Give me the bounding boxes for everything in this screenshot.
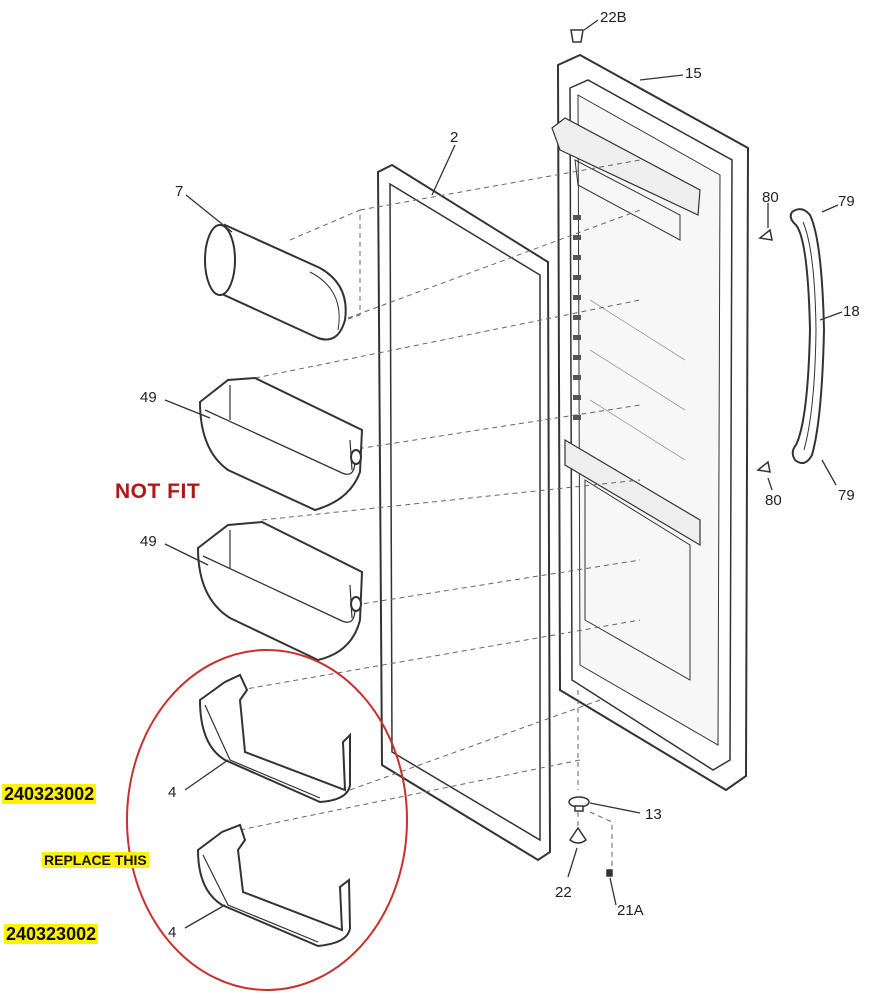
not-fit-label: NOT FIT [115, 480, 201, 503]
callout-13: 13 [645, 806, 662, 823]
part-number-label-1: 240323002 [2, 784, 97, 805]
callout-49-top: 49 [140, 389, 157, 406]
part-number-2-text: 240323002 [4, 924, 99, 944]
door-bin-49-bottom [196, 520, 364, 662]
screw-80-bottom [756, 460, 771, 473]
dairy-bin [204, 223, 347, 341]
part-number-1-text: 240323002 [2, 784, 97, 804]
callout-79-bottom: 79 [838, 487, 855, 504]
callout-80-top: 80 [762, 189, 779, 206]
screw-80-top [758, 228, 773, 241]
callout-80-bottom: 80 [765, 492, 782, 509]
callout-2: 2 [450, 129, 458, 146]
replace-highlight-circle [126, 649, 408, 991]
callout-49-bottom: 49 [140, 533, 157, 550]
door-gasket [376, 163, 552, 862]
screw-22b [570, 29, 584, 43]
door-bin-4-lower [196, 823, 352, 948]
callout-4-top: 4 [168, 784, 176, 801]
pin-21a [606, 869, 613, 877]
callout-79-top: 79 [838, 193, 855, 210]
door-panel [551, 53, 750, 792]
hinge-13 [568, 796, 590, 812]
callout-22: 22 [555, 884, 572, 901]
replace-this-text: REPLACE THIS [42, 852, 149, 868]
part-number-label-2: 240323002 [4, 924, 99, 945]
door-bin-4-upper [198, 673, 351, 804]
callout-7: 7 [175, 183, 183, 200]
assembly-guide-lines [239, 159, 641, 870]
callout-15: 15 [685, 65, 702, 82]
callout-labels: 22B 15 2 7 80 79 18 49 49 80 79 4 4 13 2… [140, 9, 860, 941]
door-shelf-clips [573, 215, 581, 420]
door-handle [789, 208, 826, 465]
callout-leaders [164, 19, 843, 929]
callout-18: 18 [843, 303, 860, 320]
callout-21a: 21A [617, 902, 644, 919]
callout-4-bottom: 4 [168, 924, 176, 941]
door-bin-49-top [198, 376, 364, 512]
callout-22b: 22B [600, 9, 627, 26]
bushing-22 [568, 826, 588, 844]
replace-this-label: REPLACE THIS [42, 852, 149, 868]
